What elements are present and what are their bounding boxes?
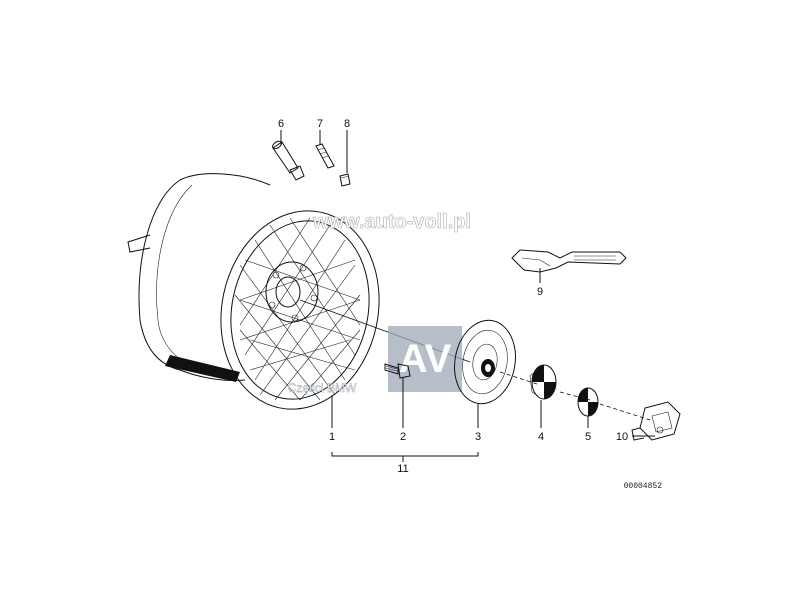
rim-lip-outer: [220, 210, 380, 410]
spoke-mesh: [234, 217, 361, 401]
watermark-subtitle: Części BMW: [288, 381, 357, 395]
watermark-badge: AV: [399, 337, 452, 381]
diagram-reference-code: 00004852: [624, 482, 663, 491]
wheel-rim: [127, 173, 380, 410]
valve-cap: [339, 173, 351, 187]
label-part-4: 4: [538, 431, 544, 443]
label-part-3: 3: [475, 431, 481, 443]
watermark-url: www.auto-voll.pl: [312, 211, 471, 233]
label-part-9: 9: [537, 286, 543, 298]
wheel-hub: [265, 261, 319, 323]
bolt-hole: [299, 264, 307, 272]
tire-valve: [272, 140, 305, 181]
watermark-box: [388, 326, 462, 392]
bolt-hole: [291, 314, 299, 322]
emblem-small: [577, 387, 599, 417]
label-part-10: 10: [616, 431, 628, 443]
hub-cap: [454, 319, 516, 405]
label-part-8: 8: [344, 118, 350, 130]
rim-barrel-line: [156, 184, 193, 365]
axle-stub: [127, 234, 151, 253]
rim-barrel-top: [179, 173, 271, 186]
label-part-1: 1: [329, 431, 335, 443]
label-part-2: 2: [400, 431, 406, 443]
rim-shadow: [165, 355, 240, 382]
label-part-5: 5: [585, 431, 591, 443]
label-part-6: 6: [278, 118, 284, 130]
wheel-center-bore: [275, 276, 301, 308]
label-part-11: 11: [397, 463, 408, 475]
wheel-lock-key: [511, 249, 627, 273]
watermark: AV www.auto-voll.pl Części BMW: [287, 211, 471, 396]
label-part-7: 7: [317, 118, 323, 130]
leader-lines: [280, 130, 655, 462]
wheel-bolt: [384, 363, 411, 379]
bolt-hole: [310, 294, 318, 302]
part-labels: 6 7 8 9 1 2 3 4 5 10 11: [278, 118, 628, 475]
bolt-hole: [272, 271, 280, 279]
lock-nut: [631, 401, 681, 441]
valve-core: [315, 143, 335, 169]
bolt-hole: [268, 301, 276, 309]
assembly-axis-dashed: [499, 371, 651, 421]
rim-barrel-back: [138, 179, 181, 371]
emblem-large: [529, 364, 557, 400]
